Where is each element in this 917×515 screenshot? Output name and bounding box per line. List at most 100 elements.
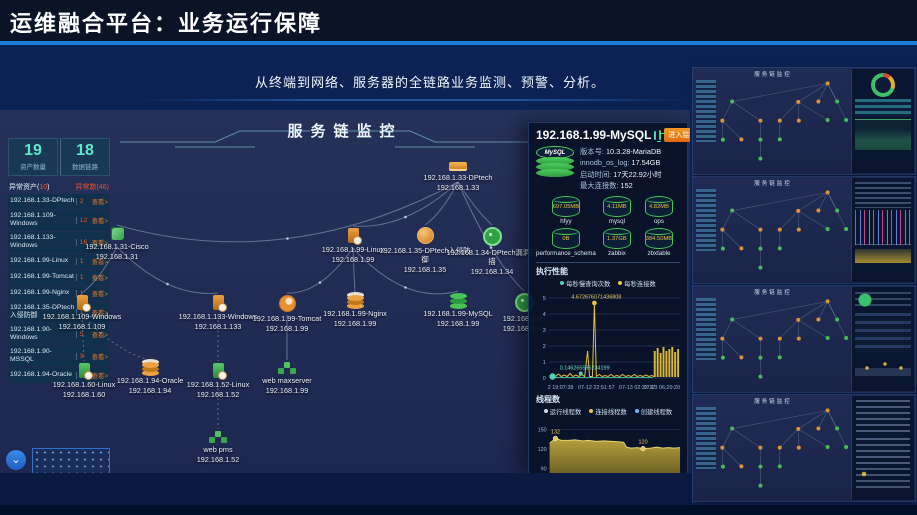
mysql-detail-panel: 192.168.1.99-MySQL 进入监控 > MySQL 版本号: 10.…: [528, 122, 690, 473]
node-ip: 192.168.1.99: [265, 385, 309, 395]
node-name: 192.168.1.52-Linux: [186, 380, 250, 389]
asset-row[interactable]: 192.168.1.109-Windows 12 查看>: [8, 210, 110, 231]
info-label: 最大连接数:: [580, 180, 619, 190]
node-ip: 192.168.1.99: [331, 254, 375, 264]
asset-row[interactable]: 192.168.1.90-Windows 5 查看>: [8, 323, 110, 345]
database-cell[interactable]: 1.37GB zabbix: [596, 228, 638, 257]
view-link[interactable]: 查看>: [91, 290, 108, 298]
asset-row[interactable]: 192.168.1.99-Tomcat 1 查看>: [8, 269, 110, 285]
node-name: 192.168.1.31-Cisco: [85, 242, 149, 251]
topology-header: 服务链监控: [0, 120, 690, 150]
info-row: innodb_os_log: 17.54GB: [580, 157, 680, 168]
asset-name: 192.168.1.94-Oracle: [10, 371, 72, 379]
topology-node[interactable]: web pms 192.168.1.52: [170, 431, 266, 465]
view-link[interactable]: 查看>: [91, 372, 108, 380]
dashboard-thumbnail[interactable]: 服务链监控: [693, 177, 915, 283]
node-name: web maxserver: [262, 376, 312, 385]
thumbnail-column: 服务链监控 服务链监控 服务链监控 服务链监控: [693, 68, 917, 504]
dashboard-thumbnail[interactable]: 服务链监控: [693, 68, 915, 174]
topology-edges: [81, 181, 525, 429]
topology-node[interactable]: 192.168.1.109-Windows 192.168.1.109: [34, 295, 130, 332]
node-name: 192.168.1.99-Tomcat: [252, 314, 322, 323]
svg-text:120: 120: [639, 439, 648, 445]
asset-anomaly-count: 1: [75, 289, 92, 297]
thumbnail-asset-list: [696, 298, 716, 360]
node-icon: [110, 227, 124, 240]
topology-node[interactable]: 192.168.1.60-Linux 192.168.1.60: [36, 363, 132, 400]
topology-node[interactable]: 192.168.1.31-Cisco 192.168.1.31: [69, 227, 165, 262]
anomaly-assets-label: 异常资产(10): [9, 184, 50, 191]
anomaly-list-header: 异常资产(10) 异常数(46): [8, 180, 110, 194]
subtitle: 从终端到网络、服务器的全链路业务监测、预警、分析。: [255, 75, 606, 90]
node-icon: [346, 295, 364, 301]
topology-node[interactable]: 192.168.1.99-Nginx 192.168.1.99: [307, 295, 403, 329]
page-title: 运维融合平台：业务运行保障: [10, 11, 323, 36]
node-name: 192.168.1.133-Windows: [178, 312, 258, 321]
asset-name: 192.168.1.99-Nginx: [10, 289, 70, 297]
asset-anomaly-count: 12: [75, 216, 92, 224]
stat-card: 18 数据链路: [60, 138, 110, 176]
database-cell[interactable]: 4.11MB mysql: [596, 196, 638, 225]
minimap[interactable]: [32, 448, 110, 473]
thread-chart: 150 120 90 132 120: [538, 428, 681, 473]
database-cell[interactable]: 0B performance_schema: [536, 228, 596, 257]
database-cell[interactable]: 697.05MB hfyy: [536, 196, 596, 225]
database-name: hfyy: [560, 218, 572, 226]
thumbnail-detail-panel: [851, 287, 914, 391]
bottom-strip: [0, 505, 917, 515]
node-icon: [212, 363, 227, 380]
thumbnail-asset-list: [696, 80, 716, 142]
asset-row[interactable]: 192.168.1.99-Linux 1 查看>: [8, 253, 110, 269]
asset-row[interactable]: 192.168.1.33-DPtech 2 查看>: [8, 194, 110, 209]
topology-node[interactable]: 192.168.1.99-MySQL 192.168.1.99: [410, 293, 506, 329]
topology-node[interactable]: web maxserver 192.168.1.99: [239, 362, 335, 396]
node-ip: 192.168.1.99: [436, 318, 480, 328]
asset-row[interactable]: 192.168.1.90-MSSQL 3 查看>: [8, 345, 110, 367]
database-size: 0B: [562, 235, 570, 242]
stat-label: 数据链路: [72, 164, 98, 171]
topology-node[interactable]: 192.168.1.35-DPtech入侵防御 192.168.1.35: [377, 227, 473, 274]
dashboard-thumbnail[interactable]: 服务链监控: [693, 286, 915, 392]
view-link[interactable]: 查看>: [91, 217, 108, 225]
stats-panel: 19 资产数量 18 数据链路 异常资产(10) 异常数(46) 192.168…: [8, 138, 110, 384]
legend-item: 运行线程数: [543, 407, 581, 416]
node-ip: 192.168.1.60: [62, 389, 106, 399]
asset-name: 192.168.1.109-Windows: [10, 212, 56, 228]
view-link[interactable]: 查看>: [91, 353, 108, 361]
monitor-icon[interactable]: [654, 130, 662, 142]
node-icon: [449, 293, 467, 299]
legend-item: 每秒慢查询次数: [560, 279, 610, 288]
thumbnail-detail-panel: [851, 69, 914, 173]
view-link[interactable]: 查看>: [91, 258, 108, 266]
node-icon: [212, 295, 227, 312]
thumbnail-asset-list: [696, 407, 716, 469]
enter-monitor-button[interactable]: 进入监控 >: [664, 128, 690, 142]
pan-down-button[interactable]: ⌄: [6, 450, 26, 470]
view-link[interactable]: 查看>: [91, 199, 108, 206]
topology-node[interactable]: 192.168.1.133-Windows 192.168.1.133: [170, 295, 266, 332]
topology-node[interactable]: 192.168.1.94-Oracle 192.168.1.94: [102, 362, 198, 396]
svg-text:5: 5: [543, 296, 546, 302]
node-name: 192.168.1.99-MySQL: [423, 309, 493, 318]
topology-node[interactable]: 192.168.1.33-DPtech 192.168.1.33: [410, 162, 506, 193]
thumbnail-title: 服务链监控: [754, 399, 792, 405]
topology-node[interactable]: 192.168.1.52-Linux 192.168.1.52: [170, 363, 266, 400]
database-cell[interactable]: 4.82MB ops: [638, 196, 680, 225]
topology-node[interactable]: 192.168.1.99-Linux 192.168.1.99: [305, 228, 401, 265]
view-link[interactable]: 查看>: [91, 309, 108, 317]
view-link[interactable]: 查看>: [91, 331, 108, 339]
report-icon[interactable]: [659, 130, 666, 140]
node-icon: [76, 295, 91, 312]
database-cell[interactable]: 384.50MB zbxtable: [638, 228, 680, 257]
view-link[interactable]: 查看>: [91, 239, 108, 247]
topology-node[interactable]: 192.168.1.99-Tomcat 192.168.1.99: [239, 295, 335, 334]
asset-row[interactable]: 192.168.1.133-Windows 16 查看>: [8, 231, 110, 253]
thumbnail-detail-panel: [851, 396, 914, 500]
node-name: web pms: [203, 445, 233, 454]
dashboard-thumbnail[interactable]: 服务链监控: [693, 395, 915, 501]
topology-deco-right: [340, 130, 530, 148]
topology-nodes: 192.168.1.33-DPtech 192.168.1.33 192.168…: [0, 110, 690, 473]
topology-node[interactable]: 192.168.1.34-DPtech漏洞扫描 192.168.1.34: [444, 227, 540, 276]
view-link[interactable]: 查看>: [91, 274, 108, 282]
svg-text:2: 2: [543, 344, 546, 350]
